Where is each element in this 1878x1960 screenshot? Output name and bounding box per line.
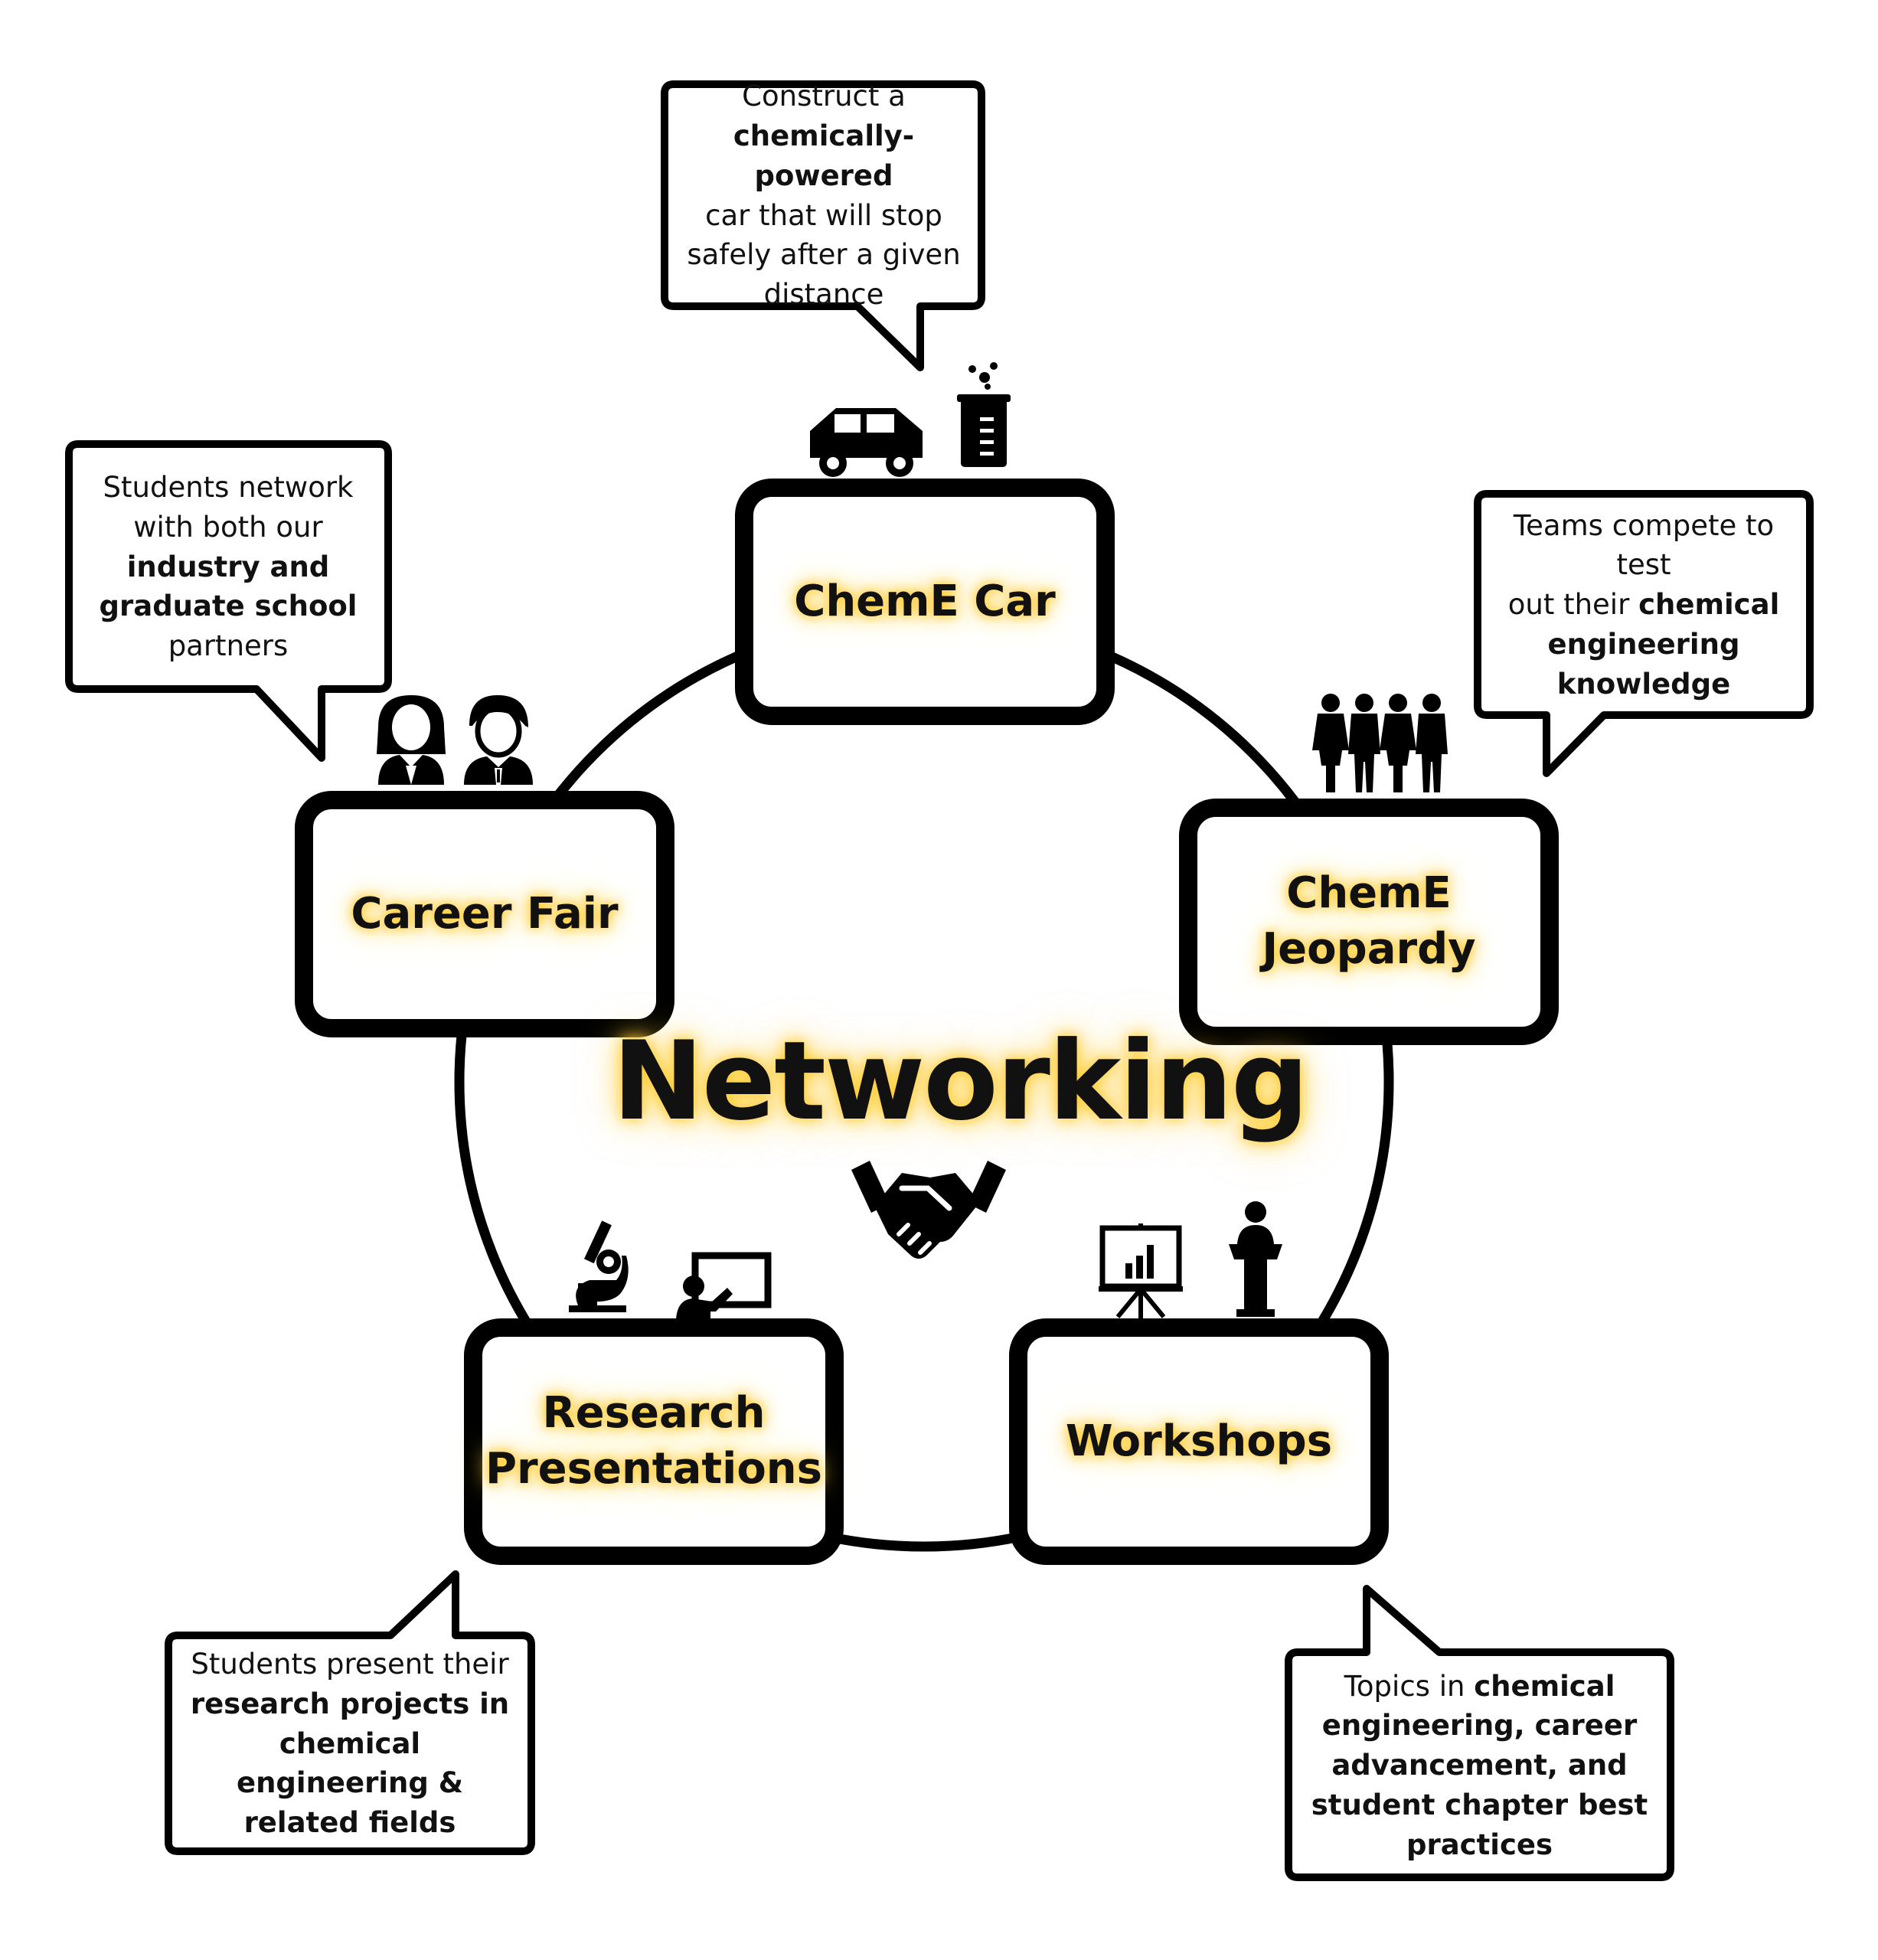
bubble-text-bold: engineering, career	[1321, 1709, 1638, 1743]
handshake-icon	[851, 1161, 1006, 1259]
bubble-text-regular: Students present their	[191, 1648, 509, 1681]
node-label-career-fair: Career Fair	[351, 888, 619, 939]
bubble-line: research projects in	[187, 1684, 513, 1724]
bubble-line: Topics in chemical	[1311, 1667, 1648, 1707]
bubble-text-bold: student chapter best	[1311, 1788, 1648, 1821]
beaker-icon	[957, 362, 1011, 467]
businessman-icon	[464, 695, 533, 785]
bubble-text-regular: distance	[763, 278, 884, 312]
bubble-text-regular: out their	[1507, 588, 1639, 622]
node-cheme-car: ChemE Car	[735, 479, 1115, 725]
bubble-text: Construct a chemically-powered car that wi…	[684, 77, 963, 315]
bubble-text: Students present their research projects …	[187, 1645, 513, 1843]
bubble-text-bold: graduate school	[99, 590, 358, 623]
bubble-line: out their chemical	[1496, 585, 1791, 625]
bubble-line: knowledge	[1496, 665, 1791, 704]
bubble-text-bold: chemically-powered	[733, 119, 915, 192]
bubble-line: with both our	[100, 508, 358, 547]
node-career-fair: Career Fair	[295, 791, 674, 1037]
bubble-line: practices	[1311, 1825, 1648, 1865]
node-research-presentations: Research Presentations	[464, 1318, 844, 1565]
node-label-cheme-car: ChemE Car	[794, 576, 1056, 626]
bubble-line: Students network	[100, 468, 358, 508]
bubble-line: Construct a	[684, 77, 963, 116]
bubble-line: student chapter best	[1311, 1785, 1648, 1825]
bubble-text-bold: chemical	[1474, 1669, 1615, 1703]
bubble-text-regular: Teams compete to test	[1513, 508, 1775, 582]
bubble-text-regular: safely after a given	[687, 238, 961, 272]
node-cheme-jeopardy: ChemE Jeopardy	[1179, 799, 1559, 1045]
bubble-research-shape	[165, 1570, 535, 1855]
bubble-line: advancement, and	[1311, 1746, 1648, 1785]
car-icon	[810, 408, 923, 477]
bubble-text-regular: with both our	[133, 510, 323, 544]
bubble-line: industry and	[100, 547, 358, 587]
bubble-text-bold: chemical engineering &	[236, 1726, 464, 1800]
bubble-text-regular: partners	[168, 629, 289, 663]
bubble-cheme-car: Construct a chemically-powered car that wi…	[672, 80, 975, 311]
bubble-line: engineering, career	[1311, 1706, 1648, 1746]
bubble-career-fair-shape	[65, 440, 392, 762]
team-icon	[1312, 694, 1448, 792]
node-label-research-presentations: Research Presentations	[485, 1388, 822, 1494]
node-label-cheme-jeopardy: ChemE Jeopardy	[1262, 868, 1476, 974]
bubble-line: related fields	[187, 1803, 513, 1843]
bubble-text-regular: Students network	[103, 471, 354, 504]
bubble-text-bold: industry and	[126, 550, 330, 583]
bubble-line: graduate school	[100, 586, 358, 626]
bubble-text-regular: car that will stop	[705, 198, 942, 232]
podium-speaker-icon	[1229, 1201, 1282, 1317]
node-workshops: Workshops	[1009, 1318, 1389, 1565]
bubble-text-bold: advancement, and	[1331, 1749, 1628, 1782]
bubble-line: partners	[100, 626, 358, 666]
bubble-research: Students present their research projects …	[175, 1642, 525, 1846]
bubble-text: Students network with both our industry an…	[100, 468, 358, 666]
center-title: Networking	[612, 1018, 1309, 1145]
bubble-text-bold: knowledge	[1556, 667, 1731, 701]
bubble-text-bold: related fields	[243, 1806, 456, 1840]
microscope-icon	[569, 1220, 629, 1312]
bubble-text-regular: Construct a	[742, 80, 906, 113]
bubble-cheme-car-shape	[661, 80, 985, 371]
presentation-board-icon	[1099, 1223, 1183, 1318]
businesswoman-icon	[377, 695, 446, 785]
bubble-text-bold: engineering	[1547, 627, 1740, 661]
teacher-board-icon	[676, 1252, 772, 1319]
bubble-line: distance	[684, 275, 963, 315]
bubble-jeopardy-shape	[1474, 490, 1814, 777]
bubble-line: engineering	[1496, 625, 1791, 665]
bubble-line: chemically-powered	[684, 116, 963, 196]
bubble-career-fair: Students network with both our industry an…	[75, 450, 381, 684]
bubble-line: chemical engineering &	[187, 1724, 513, 1804]
bubble-line: Students present their	[187, 1645, 513, 1684]
bubble-text-bold: practices	[1406, 1828, 1553, 1861]
bubble-workshops-shape	[1285, 1585, 1674, 1881]
bubble-line: safely after a given	[684, 235, 963, 275]
node-label-workshops: Workshops	[1065, 1416, 1333, 1466]
bubble-text-regular: Topics in	[1344, 1669, 1475, 1703]
bubble-text-bold: chemical	[1638, 588, 1780, 622]
bubble-text-bold: research projects in	[190, 1687, 510, 1720]
bubble-line: car that will stop	[684, 196, 963, 236]
bubble-line: Teams compete to test	[1496, 506, 1791, 586]
